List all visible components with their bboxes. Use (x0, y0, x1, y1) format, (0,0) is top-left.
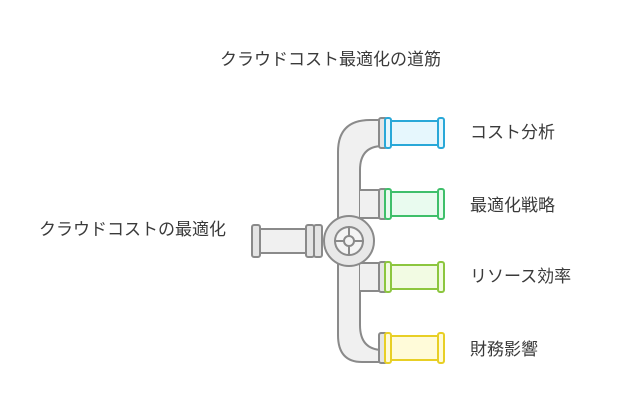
branch-label-4: 財務影響 (470, 340, 538, 360)
branch-label-3: リソース効率 (470, 267, 572, 287)
branch-label-2: 最適化戦略 (470, 196, 555, 216)
outlet-flange-inner-1 (384, 117, 392, 149)
branch-label-1: コスト分析 (470, 123, 555, 143)
inlet-flange-right (305, 224, 315, 258)
outlet-flange-inner-2 (384, 188, 392, 220)
valve-center (343, 235, 355, 247)
source-label: クラウドコストの最適化 (39, 220, 226, 240)
outlet-flange-outer-1 (437, 117, 445, 149)
outlet-flange-inner-3 (384, 261, 392, 293)
outlet-body-4 (387, 335, 441, 361)
outlet-pipe-3 (378, 261, 445, 293)
outlet-flange-outer-3 (437, 261, 445, 293)
inlet-flange-left (251, 224, 261, 258)
outlet-flange-outer-2 (437, 188, 445, 220)
outlet-flange-inner-4 (384, 332, 392, 364)
outlet-body-3 (387, 264, 441, 290)
outlet-pipe-2 (378, 188, 445, 220)
outlet-pipe-4 (378, 332, 445, 364)
diagram-title: クラウドコスト最適化の道筋 (220, 50, 441, 70)
outlet-body-2 (387, 191, 441, 217)
outlet-body-1 (387, 120, 441, 146)
outlet-flange-outer-4 (437, 332, 445, 364)
inlet-flange-joint (313, 224, 323, 258)
outlet-pipe-1 (378, 117, 445, 149)
